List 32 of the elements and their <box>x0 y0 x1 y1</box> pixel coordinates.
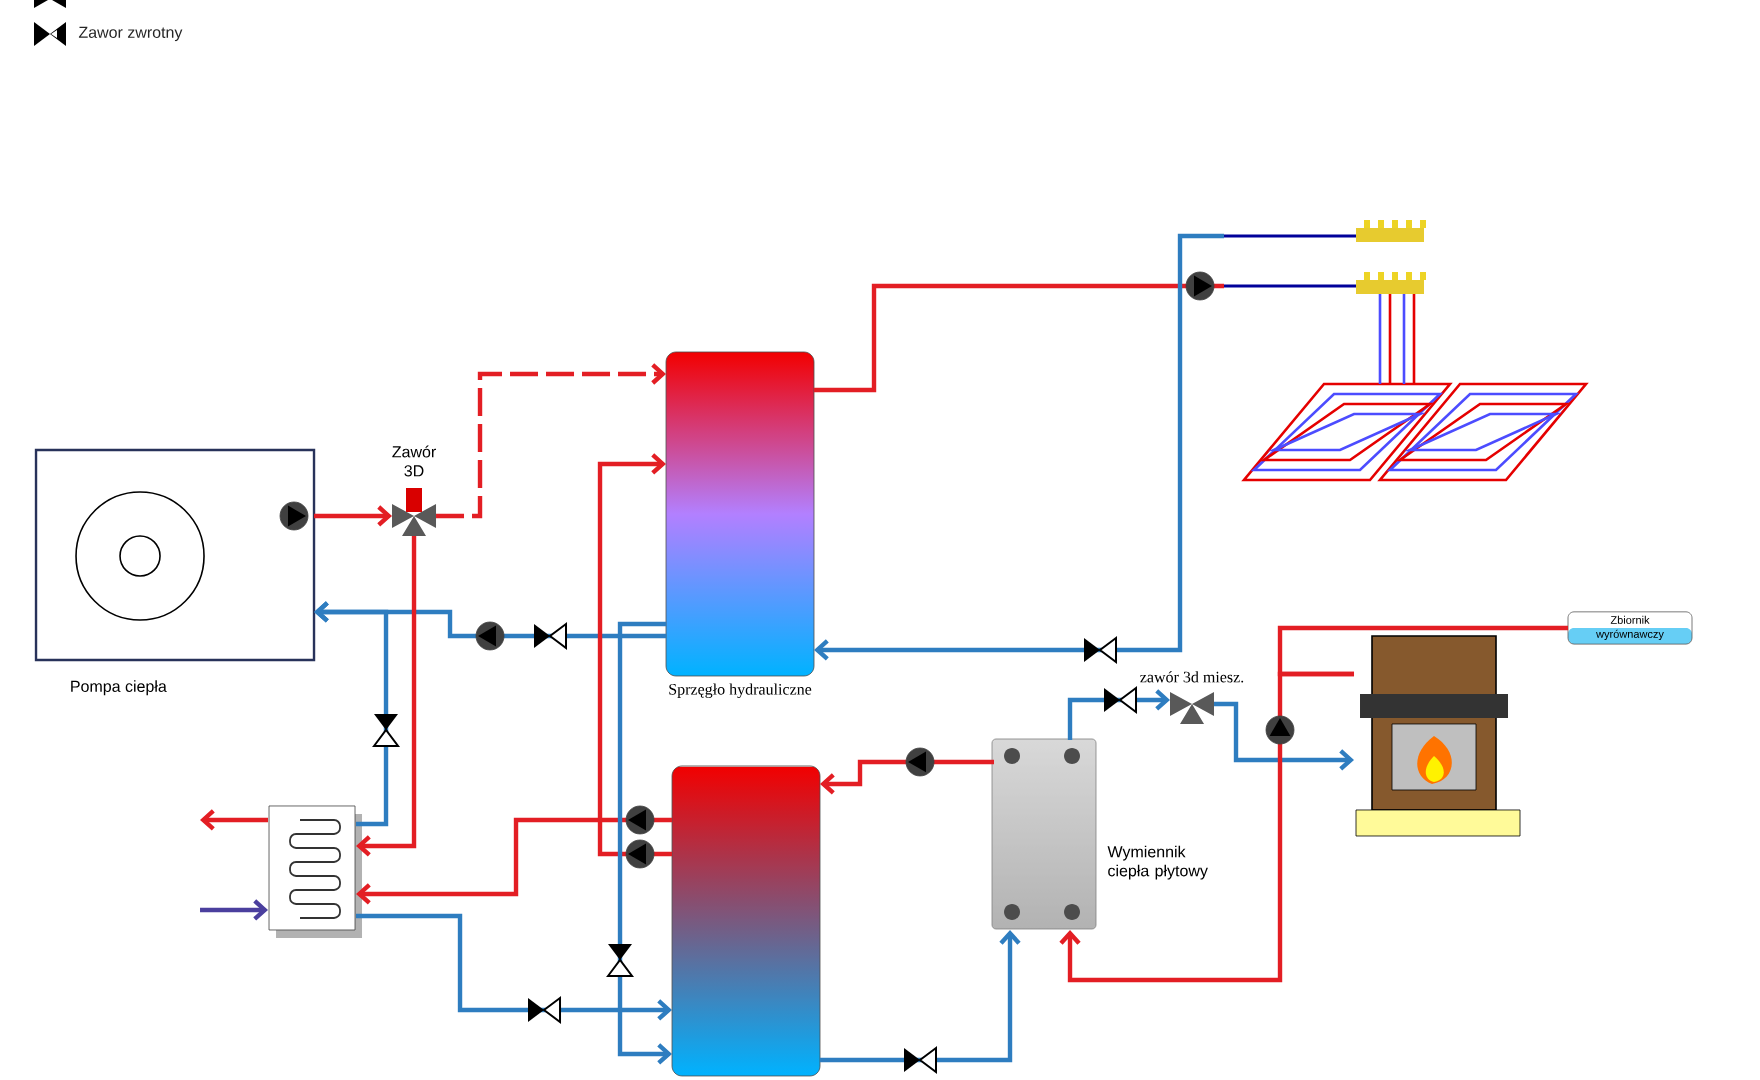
pipe <box>814 233 1224 661</box>
node-label: Sprzęgło hydrauliczne <box>669 683 812 698</box>
pipe <box>1277 625 1568 677</box>
pipe <box>1214 701 1354 771</box>
pipe <box>314 505 392 527</box>
legend-label: Zawor zwrotny <box>78 26 183 42</box>
pipe <box>314 601 389 827</box>
pipe <box>1067 689 1170 740</box>
pipe <box>356 913 672 1021</box>
three-way-valve: Zawór 3D <box>392 445 436 536</box>
node-label: Zawór 3D <box>392 445 436 477</box>
buffer-tank: Sprzęgło hydrauliczne <box>665 351 815 698</box>
pipe <box>356 817 672 905</box>
pipe <box>814 283 1224 393</box>
coil-heat-exchanger <box>268 805 362 938</box>
mixing-valve: zawór 3d miesz. <box>1140 671 1244 724</box>
storage-tank <box>671 765 821 1077</box>
fireplace-drawing <box>1355 635 1521 837</box>
pipe <box>356 536 417 857</box>
floor-heating-drawing <box>1222 220 1589 482</box>
node-label: Pompa ciepła <box>71 680 167 696</box>
pipe <box>597 453 672 857</box>
pipe <box>820 759 994 795</box>
node-label: Wymiennik ciepła płytowy <box>1107 845 1208 880</box>
pipe <box>436 363 666 519</box>
pipe <box>617 621 672 1065</box>
pipe <box>200 809 268 831</box>
pipe <box>820 930 1021 1063</box>
pipe <box>200 899 268 921</box>
heat-pump-box: Pompa ciepła <box>34 448 316 696</box>
pipe <box>1059 671 1354 983</box>
plate-heat-exchanger: Wymiennik ciepła płytowy <box>991 738 1208 930</box>
